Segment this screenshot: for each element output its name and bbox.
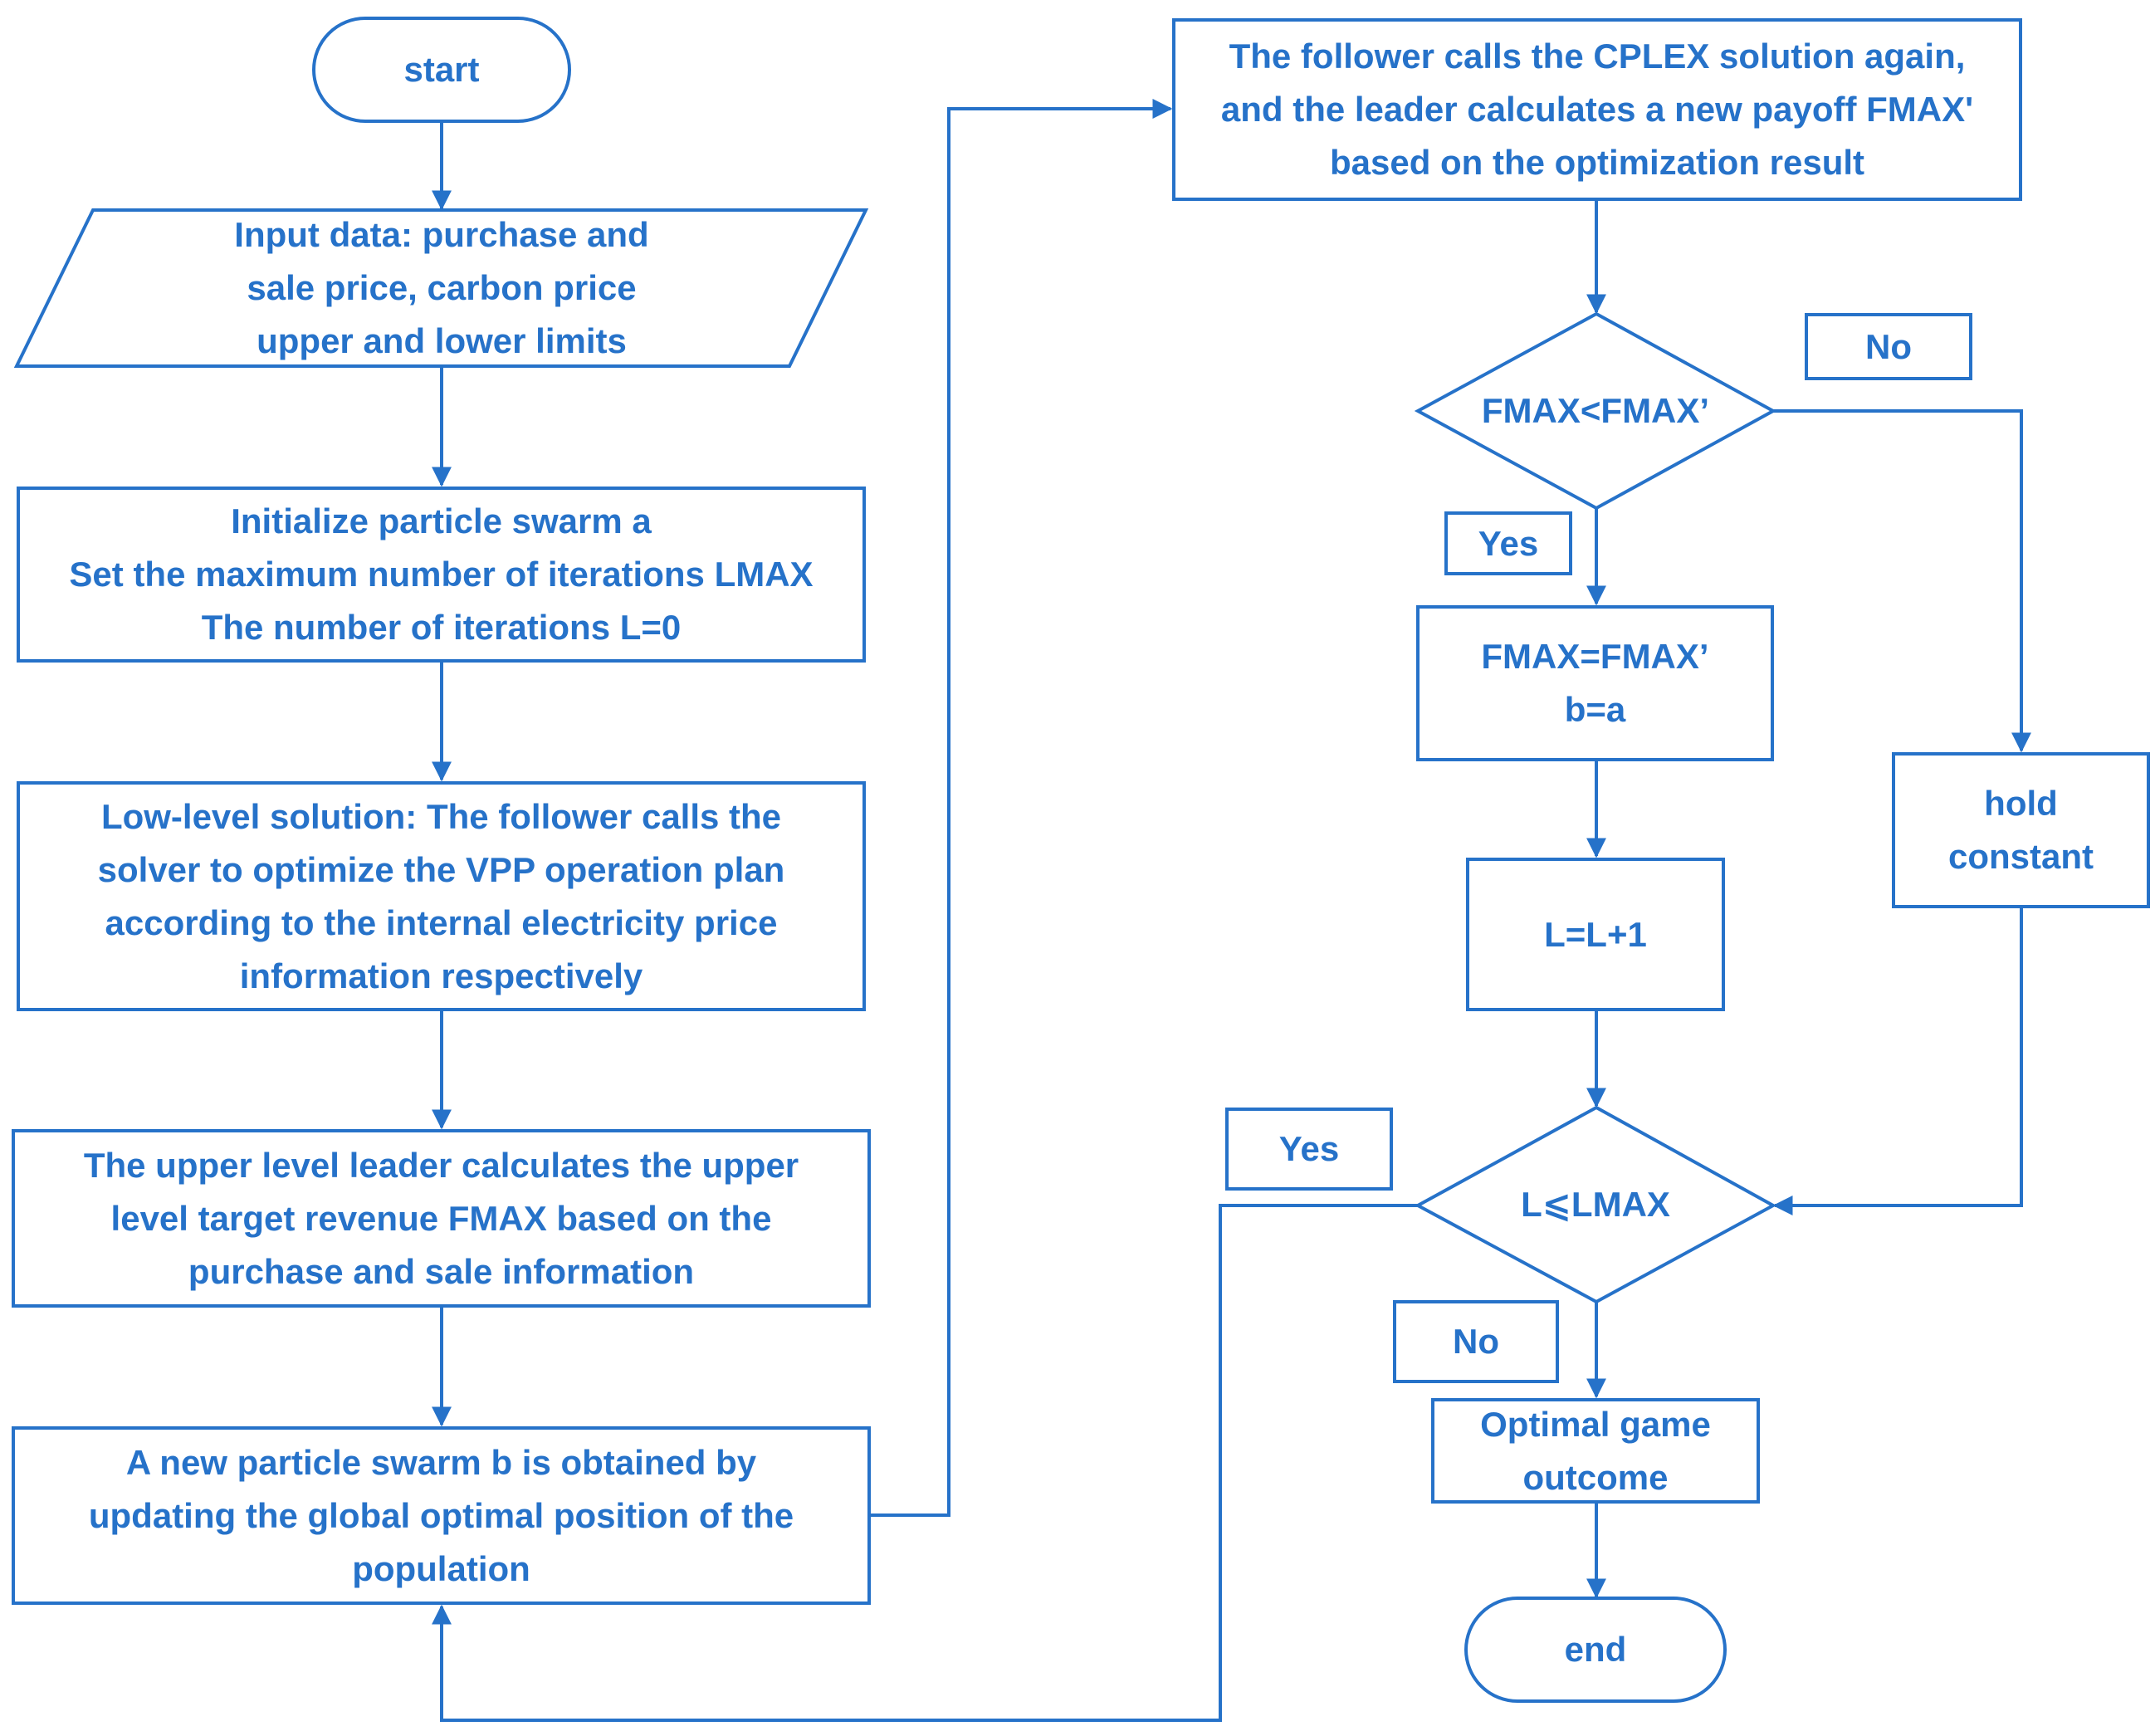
input-parallelogram-shape [13, 208, 869, 368]
arrow-new-swarm-to-cplex [871, 99, 1173, 1517]
check-l-decision: L⩽LMAX [1521, 1185, 1670, 1224]
arrow-check-loop-to-new-swarm [432, 1204, 1418, 1722]
compare-fmax-decision: FMAX<FMAX’ [1481, 391, 1710, 430]
hold-constant-node: hold constant [1892, 752, 2150, 908]
new-particle-swarm-node: A new particle swarm b is obtained by up… [12, 1426, 871, 1605]
input-data-node: Input data: purchase and sale price, car… [234, 215, 649, 360]
start-node: start [403, 50, 480, 89]
label-no-compare: No [1805, 313, 1972, 380]
cplex-solution-node: The follower calls the CPLEX solution ag… [1172, 18, 2022, 201]
end-node: end [1564, 1630, 1627, 1669]
upper-level-revenue-node: The upper level leader calculates the up… [12, 1129, 871, 1308]
increment-l-node: L=L+1 [1466, 858, 1725, 1011]
arrow-hold-to-check [1772, 908, 2023, 1215]
label-yes-check: Yes [1225, 1108, 1393, 1191]
label-yes-compare: Yes [1444, 511, 1572, 575]
arrow-compare-to-hold [1773, 409, 2031, 753]
low-level-solution-node: Low-level solution: The follower calls t… [17, 781, 866, 1011]
initialize-swarm-node: Initialize particle swarm a Set the maxi… [17, 487, 866, 663]
update-fmax-node: FMAX=FMAX’ b=a [1416, 605, 1774, 761]
label-no-check: No [1393, 1300, 1559, 1383]
optimal-outcome-node: Optimal game outcome [1431, 1398, 1760, 1504]
